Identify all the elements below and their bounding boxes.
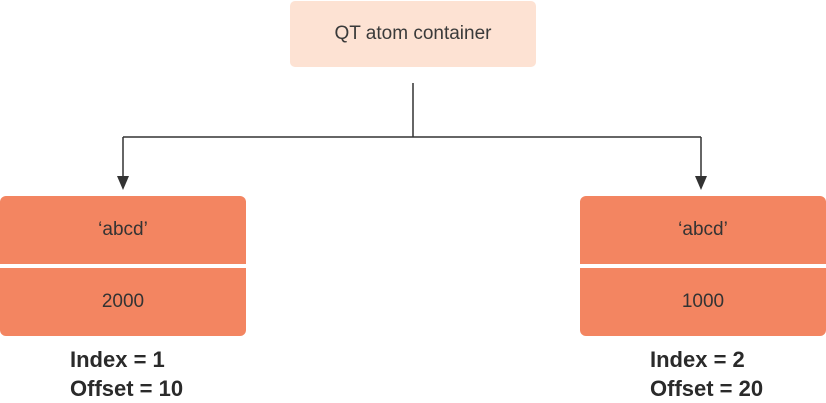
atom-offset-right: Offset = 20 (650, 376, 764, 401)
right-arrowhead-icon (695, 176, 707, 190)
atom-id-left: 2000 (101, 291, 145, 312)
atom-divider-left (0, 264, 246, 268)
atom-id-right: 1000 (681, 291, 725, 312)
atom-index-left: Index = 1 (70, 347, 165, 372)
atom-info-right: Index = 2 Offset = 20 (650, 345, 763, 403)
atom-box-right: ‘abcd’ 1000 (580, 196, 826, 336)
atom-box-left: ‘abcd’ 2000 (0, 196, 246, 336)
atom-divider-right (580, 264, 826, 268)
left-arrowhead-icon (117, 176, 129, 190)
atom-type-left: ‘abcd’ (98, 219, 148, 240)
atom-info-left: Index = 1 Offset = 10 (70, 345, 183, 403)
qt-atom-container-box: QT atom container (290, 1, 536, 67)
qt-atom-container-label: QT atom container (334, 23, 492, 44)
atom-offset-left: Offset = 10 (70, 376, 184, 401)
atom-index-right: Index = 2 (650, 347, 745, 372)
atom-type-right: ‘abcd’ (678, 219, 728, 240)
